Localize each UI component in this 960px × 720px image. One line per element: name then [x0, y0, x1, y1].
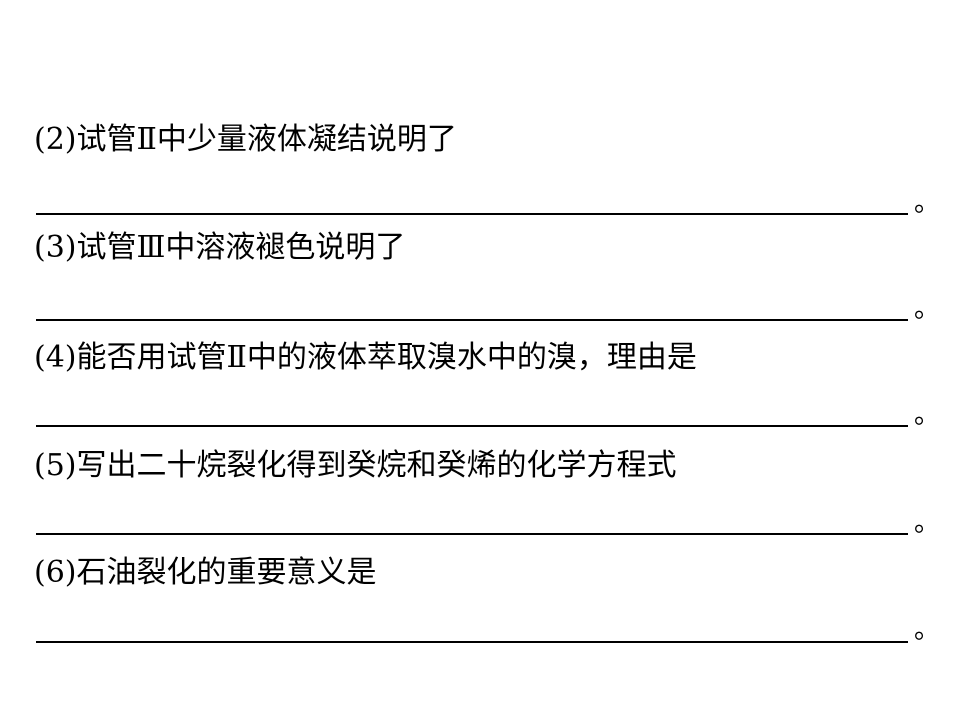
question-4-end-mark: 。: [914, 400, 941, 430]
question-3-text: (3)试管Ⅲ中溶液褪色说明了: [34, 230, 406, 265]
question-2-text: (2)试管Ⅱ中少量液体凝结说明了: [34, 122, 457, 157]
question-5-end-mark: 。: [914, 508, 941, 538]
question-2-answer-blank: [36, 213, 908, 215]
question-4-text: (4)能否用试管Ⅱ中的液体萃取溴水中的溴，理由是: [34, 340, 697, 375]
question-5-text: (5)写出二十烷裂化得到癸烷和癸烯的化学方程式: [34, 448, 677, 483]
question-3-answer-blank: [36, 319, 908, 321]
question-6-end-mark: 。: [914, 615, 941, 645]
question-5-answer-blank: [36, 533, 908, 535]
question-6-answer-blank: [36, 641, 908, 643]
question-4-answer-blank: [36, 425, 908, 427]
question-2-end-mark: 。: [914, 188, 941, 218]
question-3-end-mark: 。: [914, 294, 941, 324]
question-6-text: (6)石油裂化的重要意义是: [34, 555, 377, 590]
